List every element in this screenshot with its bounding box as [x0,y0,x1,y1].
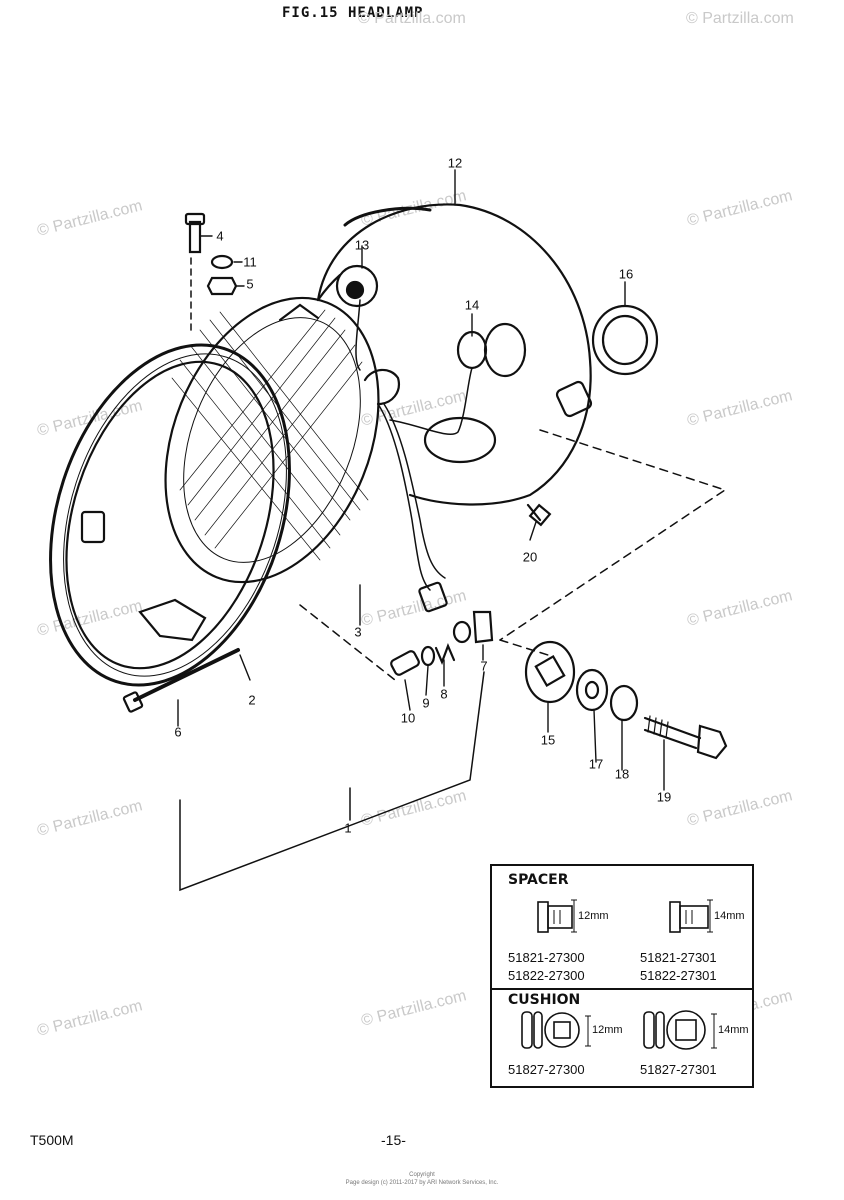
headlamp-unit [164,296,380,584]
callout-13: 13 [354,237,370,253]
callout-12: 12 [447,155,463,171]
spacer-a-part-2: 51822-27300 [508,968,585,983]
page-number: -15- [381,1132,406,1148]
watermark: © Partzilla.com [358,10,466,27]
rim-bracket [138,598,207,642]
cushion-heading: CUSHION [508,992,581,1008]
washer-9 [420,645,436,667]
callout-20: 20 [522,549,538,565]
figure-title: FIG.15 HEADLAMP [282,5,424,21]
housing-lip [343,206,432,227]
spacer-drawings [521,899,717,1050]
callout-15: 15 [540,732,556,748]
copyright-line-2: Page design (c) 2011-2017 by ARI Network… [345,1180,499,1186]
bolt-19 [643,716,702,750]
rim-clip [80,510,106,544]
mount-tab-top [278,303,320,322]
callout-5: 5 [246,276,254,292]
cushion-a-part: 51827-27300 [508,1062,585,1077]
callout-1: 1 [344,820,352,836]
callout-4: 4 [216,228,224,244]
housing-lower-hole [423,416,497,464]
bulb-stem [363,368,400,406]
callout-17: 17 [588,756,604,772]
callout-14: 14 [464,297,480,313]
callout-11: 11 [243,254,257,270]
callout-9: 9 [422,695,430,711]
housing-mount-tab [555,380,593,418]
cushion-b-part: 51827-27301 [640,1062,717,1077]
callout-18: 18 [614,766,630,782]
spacer-b-part-2: 51822-27301 [640,968,717,983]
connector [418,581,448,613]
spacer-heading: SPACER [508,872,569,888]
part-7-tab [472,610,494,644]
inset-divider [492,988,752,990]
spacer-10 [390,650,420,676]
spacer-cushion-inset: SPACER 12mm 14mm 5182 [490,864,754,1088]
callout-7: 7 [480,658,488,674]
spacer-a-part-1: 51821-27300 [508,950,585,965]
socket-14 [456,330,488,370]
housing-side-hole [483,322,527,378]
washer-11 [210,254,234,270]
screw-6 [133,648,240,702]
washer-18 [609,684,639,722]
bolt-4 [188,220,202,254]
headlamp-rim [49,343,291,687]
callout-8: 8 [440,686,448,702]
callout-6: 6 [174,724,182,740]
part-7-ring [452,620,472,644]
watermark: © Partzilla.com [686,10,794,27]
washer-17 [575,668,609,712]
spacer-b-dimension: 14mm [714,910,745,922]
socket-13 [335,264,379,308]
cushion-15 [524,640,576,704]
headlamp-housing [316,203,592,506]
spring-8 [434,643,456,665]
model-label: T500M [30,1132,74,1148]
callout-2: 2 [248,692,256,708]
spacer-b-part-1: 51821-27301 [640,950,717,965]
callout-19: 19 [656,789,672,805]
callout-10: 10 [400,710,416,726]
nut-5 [206,276,238,296]
cushion-b-dimension: 14mm [718,1024,749,1036]
callout-16: 16 [618,266,634,282]
spacer-a-dimension: 12mm [578,910,609,922]
cushion-a-dimension: 12mm [592,1024,623,1036]
callout-3: 3 [354,624,362,640]
wire-harness [377,403,431,591]
copyright-line-1: Copyright [409,1172,435,1178]
